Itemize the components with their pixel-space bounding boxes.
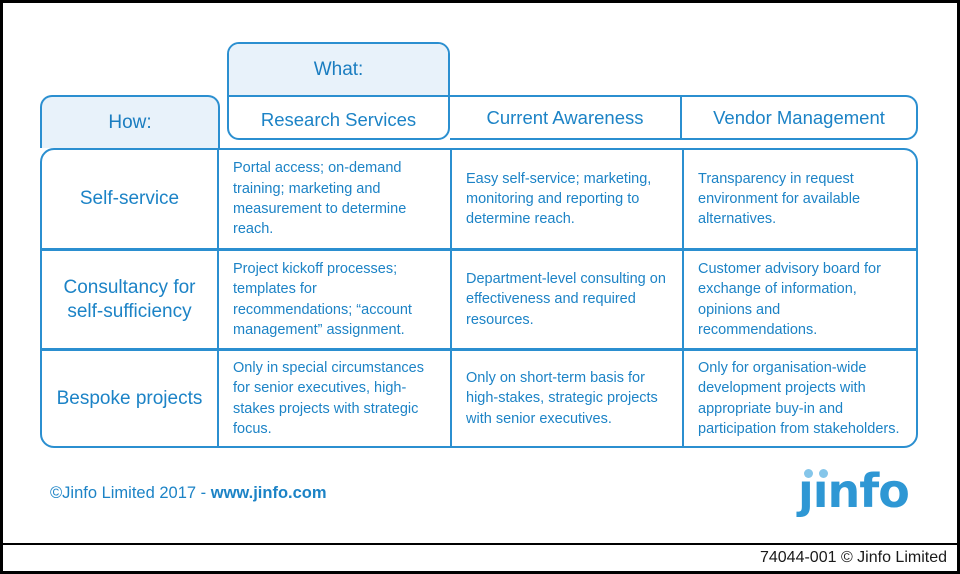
cell-text: Transparency in request environment for … bbox=[698, 170, 861, 228]
jinfo-link[interactable]: www.jinfo.com bbox=[210, 484, 327, 502]
how-label: How: bbox=[108, 111, 152, 133]
document-reference: 74044-001 © Jinfo Limited bbox=[759, 549, 947, 566]
row-label-bespoke-projects: Bespoke projects bbox=[42, 348, 217, 446]
matrix-cell: Only for organisation-wide development p… bbox=[682, 348, 916, 446]
cell-text: Only on short-term basis for high-stakes… bbox=[466, 370, 658, 427]
copyright-text: ©Jinfo Limited 2017 - bbox=[50, 484, 211, 502]
column-header-current-awareness: Current Awareness bbox=[450, 97, 682, 138]
what-label: What: bbox=[313, 58, 364, 80]
column-header-label: Current Awareness bbox=[486, 106, 644, 128]
cell-text: Portal access; on-demand training; marke… bbox=[233, 160, 407, 238]
copyright-line: ©Jinfo Limited 2017 - www.jinfo.com bbox=[50, 484, 327, 503]
matrix-cell: Department-level consulting on effective… bbox=[450, 248, 682, 348]
cell-text: Easy self-service; marketing, monitoring… bbox=[466, 170, 652, 228]
what-column-header-box: What: Research Services bbox=[227, 42, 450, 140]
cell-text: Project kickoff processes; templates for… bbox=[233, 260, 412, 338]
cell-text: Only in special circumstances for senior… bbox=[233, 359, 424, 437]
jinfo-logo: ȷınfo bbox=[798, 460, 948, 522]
logo-wordmark: ȷınfo bbox=[798, 464, 910, 518]
row-label-consultancy: Consultancy for self-sufficiency bbox=[42, 248, 217, 348]
matrix-cell: Portal access; on-demand training; marke… bbox=[217, 150, 450, 248]
matrix-cell: Transparency in request environment for … bbox=[682, 150, 916, 248]
matrix-table: Self-service Portal access; on-demand tr… bbox=[40, 148, 918, 448]
matrix-cell: Customer advisory board for exchange of … bbox=[682, 248, 916, 348]
how-tab: How: bbox=[40, 95, 220, 148]
logo-i-dot-icon bbox=[819, 469, 828, 478]
column-header-research-services: Research Services bbox=[229, 97, 448, 138]
column-header-label: Vendor Management bbox=[713, 106, 885, 128]
cell-text: Customer advisory board for exchange of … bbox=[698, 260, 881, 338]
what-tab: What: bbox=[229, 44, 448, 97]
column-header-label: Research Services bbox=[260, 108, 417, 130]
column-header-vendor-management: Vendor Management bbox=[682, 97, 916, 138]
matrix-cell: Only in special circumstances for senior… bbox=[217, 348, 450, 446]
bottom-reference-bar: 74044-001 © Jinfo Limited bbox=[3, 543, 957, 571]
matrix-cell: Only on short-term basis for high-stakes… bbox=[450, 348, 682, 446]
logo-j-dot-icon bbox=[804, 469, 813, 478]
column-header-row: Current Awareness Vendor Management bbox=[450, 95, 918, 140]
cell-text: Department-level consulting on effective… bbox=[466, 271, 666, 328]
cell-text: Only for organisation-wide development p… bbox=[698, 359, 900, 437]
row-label-self-service: Self-service bbox=[79, 188, 180, 210]
matrix-cell: Easy self-service; marketing, monitoring… bbox=[450, 150, 682, 248]
matrix-cell: Project kickoff processes; templates for… bbox=[217, 248, 450, 348]
